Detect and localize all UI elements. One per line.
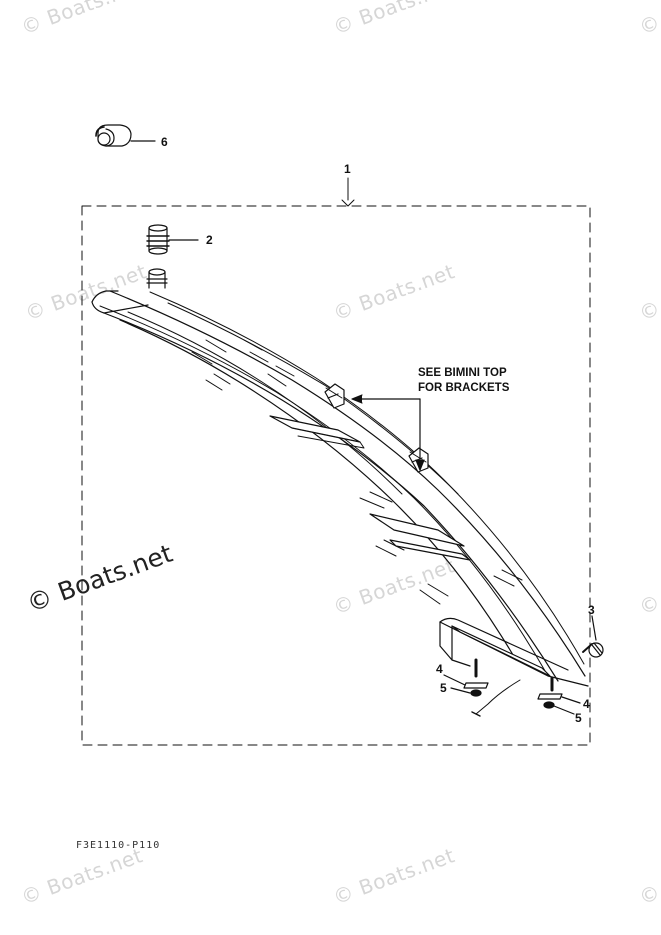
bimini-note: SEE BIMINI TOP FOR BRACKETS xyxy=(418,366,509,396)
drawing-code: F3E1110-P110 xyxy=(76,840,161,851)
kit-boundary xyxy=(81,177,591,746)
cross-slats xyxy=(269,415,551,677)
tower-frame xyxy=(91,290,589,687)
bimini-bracket-upper xyxy=(324,383,345,409)
callout-5-right: 5 xyxy=(575,711,582,725)
callout-4-left: 4 xyxy=(436,662,443,676)
hardware-right xyxy=(537,676,581,715)
callout-5-left: 5 xyxy=(440,681,447,695)
knob-part-3 xyxy=(582,615,604,658)
bimini-note-line1: SEE BIMINI TOP xyxy=(418,367,507,379)
callout-3: 3 xyxy=(588,603,595,617)
end-cap-part-2 xyxy=(146,224,199,289)
callout-1: 1 xyxy=(344,162,351,176)
hardware-left xyxy=(443,658,521,717)
callout-6: 6 xyxy=(161,135,168,149)
callout-4-right: 4 xyxy=(583,697,590,711)
plug-part-6 xyxy=(95,124,156,147)
callout-2: 2 xyxy=(206,233,213,247)
note-leaders xyxy=(351,394,425,471)
bimini-note-line2: FOR BRACKETS xyxy=(418,382,510,394)
